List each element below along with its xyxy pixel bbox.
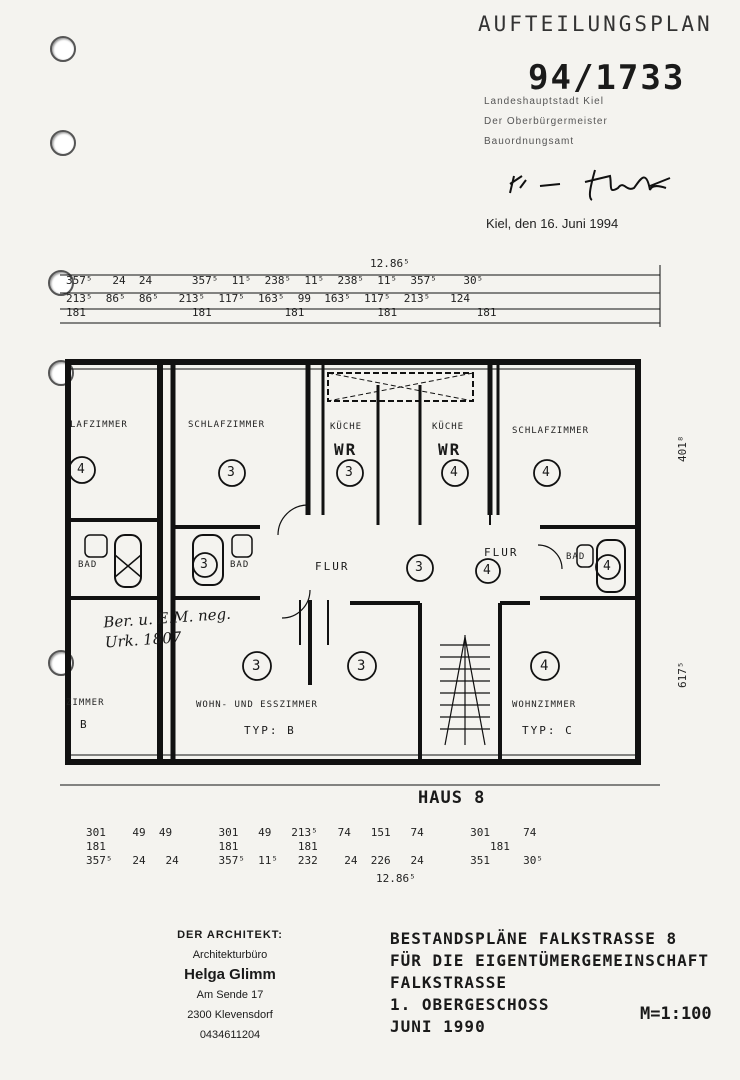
punch-hole-2 [50, 130, 76, 156]
unit-marker-3: 3 [345, 465, 355, 480]
bottom-dimension-row-3: 357⁵ 24 24 357⁵ 11⁵ 232 24 226 24 351 30… [86, 854, 543, 867]
bottom-dimension-row-2: 181 181 181 181 [86, 840, 510, 853]
room-label-kueche-4: KÜCHE [432, 422, 465, 432]
unit-marker-11: 3 [357, 658, 368, 674]
stamp-date: Kiel, den 16. Juni 1994 [486, 216, 619, 231]
type-label-c: TYP: C [522, 724, 574, 737]
wr-label-3: WR [334, 440, 358, 459]
unit-marker-8: 4 [483, 563, 493, 578]
title-block: BESTANDSPLÄNE FALKSTRASSE 8 FÜR DIE EIGE… [390, 928, 735, 1038]
room-label-bad-left: BAD [78, 560, 98, 570]
right-dimension-lower: 617⁵ [676, 661, 689, 689]
room-label-zimmer-left: ZIMMER [66, 698, 105, 708]
architect-phone: 0434611204 [199, 1029, 261, 1041]
room-label-flur-3: FLUR [315, 560, 350, 573]
title-line-2: FÜR DIE EIGENTÜMERGEMEINSCHAFT [390, 951, 709, 970]
unit-marker-6: 3 [200, 557, 210, 572]
authority-line-3: Bauordnungsamt [484, 136, 575, 147]
architect-street: Am Sende 17 [196, 989, 264, 1001]
architect-office: Architekturbüro [192, 949, 268, 961]
top-dimension-row-2: 213⁵ 86⁵ 86⁵ 213⁵ 117⁵ 163⁵ 99 163⁵ 117⁵… [66, 292, 470, 305]
unit-marker-1: 4 [77, 462, 87, 477]
title-line-4: 1. OBERGESCHOSS [390, 995, 550, 1014]
bottom-dimension-row-1: 301 49 49 301 49 213⁵ 74 151 74 301 74 [86, 826, 537, 839]
unit-marker-4: 4 [450, 465, 460, 480]
architect-city: 2300 Klevensdorf [187, 1009, 273, 1021]
unit-marker-7: 3 [415, 560, 425, 575]
unit-marker-5: 4 [542, 465, 552, 480]
room-label-bad-4: BAD [566, 552, 586, 562]
unit-marker-2: 3 [227, 465, 237, 480]
top-overall-dimension: 12.86⁵ [370, 257, 410, 270]
room-label-schlafzimmer-left: LAFZIMMER [70, 420, 128, 430]
unit-marker-10: 3 [252, 658, 263, 674]
haus-label: HAUS 8 [418, 788, 486, 808]
architect-name: Helga Glimm [184, 966, 276, 983]
architect-block: DER ARCHITEKT: Architekturbüro Helga Gli… [150, 925, 310, 1045]
authority-line-2: Der Oberbürgermeister [484, 116, 608, 127]
floor-plan-drawing [60, 265, 661, 786]
unit-marker-12: 4 [540, 658, 551, 674]
title-line-3: FALKSTRASSE [390, 973, 507, 992]
authority-line-1: Landeshauptstadt Kiel [484, 96, 604, 107]
room-label-schlafzimmer-4: SCHLAFZIMMER [512, 426, 590, 436]
title-line-5: JUNI 1990 [390, 1017, 486, 1036]
room-label-bad-3: BAD [230, 560, 250, 570]
type-label-left: B [80, 718, 89, 731]
unit-marker-9: 4 [603, 559, 613, 574]
type-label-b: TYP: B [244, 724, 296, 737]
title-line-1: BESTANDSPLÄNE FALKSTRASSE 8 [390, 929, 678, 948]
scale-label: M=1:100 [640, 1004, 712, 1024]
bottom-overall-dimension: 12.86⁵ [376, 872, 416, 885]
architect-heading: DER ARCHITEKT: [177, 929, 283, 941]
right-dimension-upper: 401⁸ [676, 435, 689, 463]
room-label-schlafzimmer-3: SCHLAFZIMMER [188, 420, 266, 430]
room-label-kueche-3: KÜCHE [330, 422, 363, 432]
signature-mark [509, 169, 671, 201]
room-label-wohn-esszimmer: WOHN- UND ESSZIMMER [196, 700, 318, 710]
stamp-number: 94/1733 [528, 58, 686, 98]
room-label-wohnzimmer: WOHNZIMMER [512, 700, 577, 710]
room-label-flur-4: FLUR [484, 546, 519, 559]
punch-hole-1 [50, 36, 76, 62]
top-dimension-row-1: 357⁵ 24 24 357⁵ 11⁵ 238⁵ 11⁵ 238⁵ 11⁵ 35… [66, 274, 484, 287]
stamp-title: AUFTEILUNGSPLAN [478, 12, 713, 36]
wr-label-4: WR [438, 440, 462, 459]
punch-hole-3 [48, 270, 74, 296]
